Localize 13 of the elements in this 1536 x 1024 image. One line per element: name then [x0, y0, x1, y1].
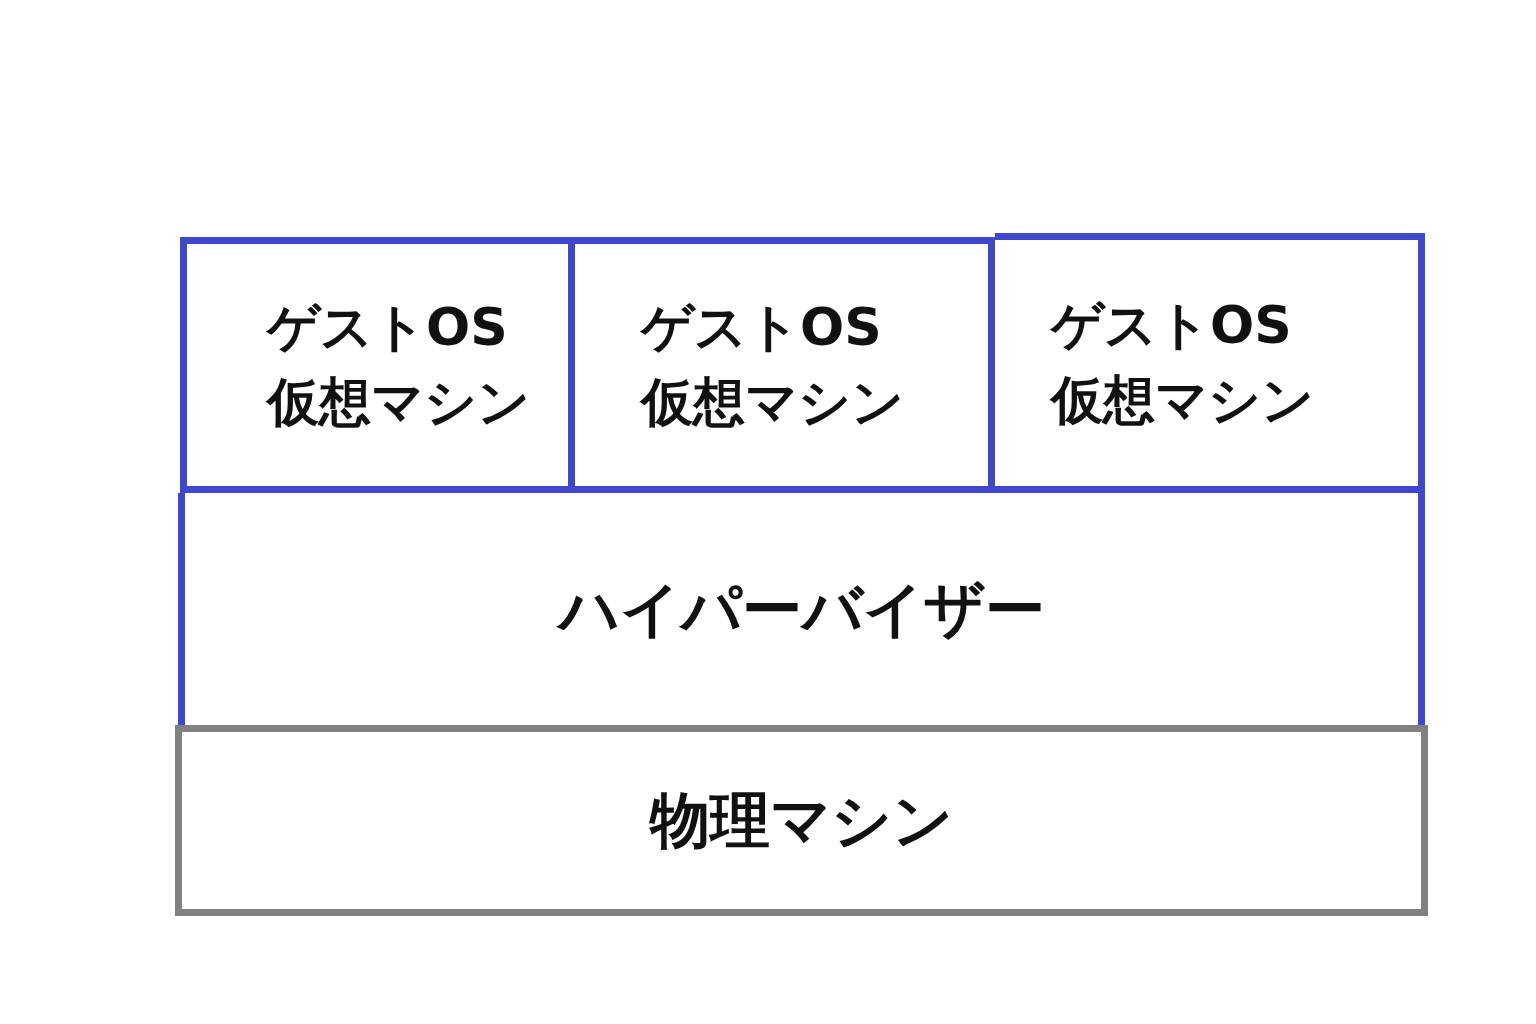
layer-label: 仮想マシン: [267, 371, 530, 434]
layer-label: 物理マシン: [650, 784, 953, 857]
layer-label: ゲストOS: [641, 295, 882, 359]
virtual-machine-box: [995, 233, 1425, 493]
virtual-machine-box: [575, 237, 995, 493]
layer-label: 仮想マシン: [641, 371, 904, 434]
virtual-machine-box: [180, 237, 575, 493]
hypervisor-layer: [178, 493, 1425, 725]
physical-machine-layer: [175, 725, 1428, 916]
layer-label: ハイパーバイザー: [558, 572, 1045, 646]
layer-label: 仮想マシン: [1051, 369, 1314, 432]
layer-label: ゲストOS: [1051, 293, 1292, 357]
layer-label: ゲストOS: [267, 295, 508, 359]
